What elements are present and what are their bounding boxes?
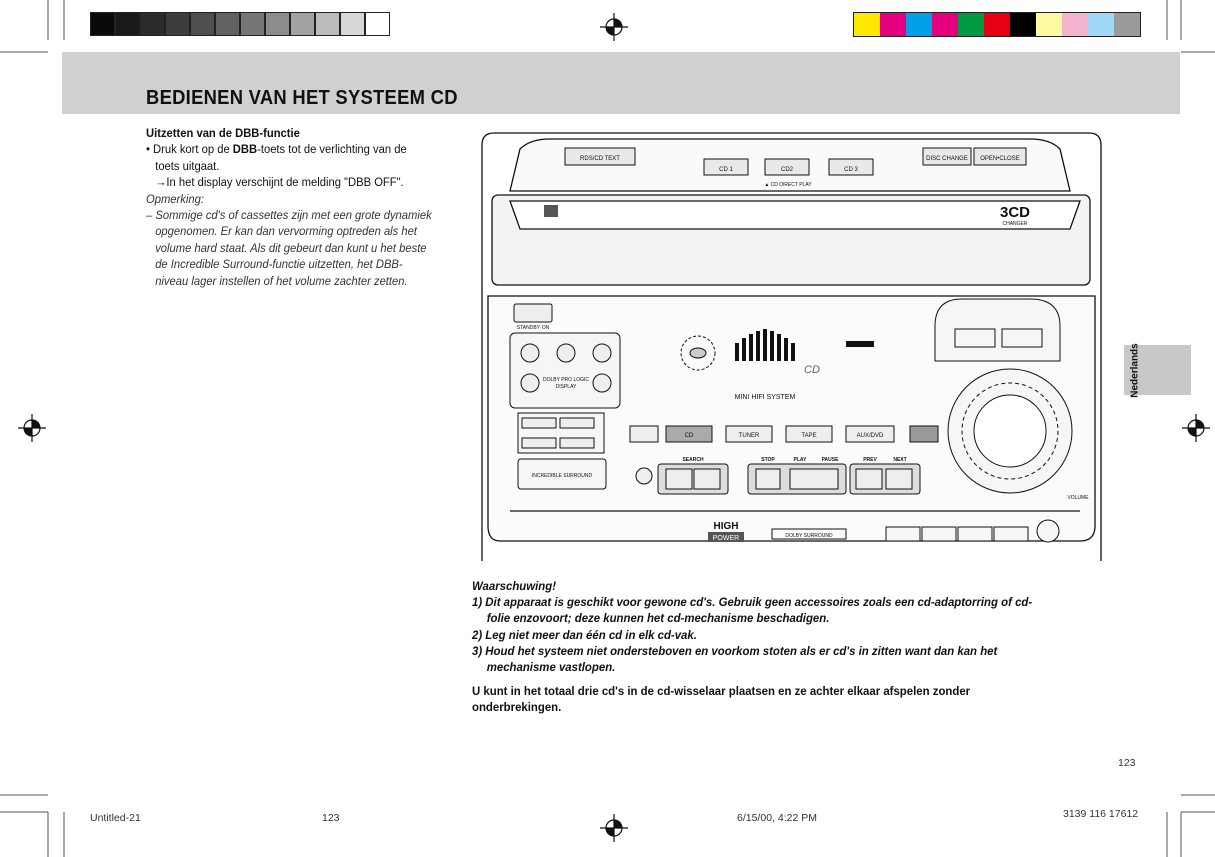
dbb-subtitle: Uitzetten van de DBB-functie [146,126,300,140]
color-swatch [854,13,880,36]
color-swatch [932,13,958,36]
badge-changer: CHANGER [1002,221,1027,227]
warning-item: 2) Leg niet meer dan één cd in elk cd-va… [472,627,697,642]
incredible-surround-label: INCREDIBLE SURROUND [532,473,593,479]
grey-swatch [140,12,165,36]
note-label: Opmerking: [146,191,204,206]
info-paragraph: U kunt in het totaal drie cd's in de cd-… [472,684,971,699]
page-heading: BEDIENEN VAN HET SYSTEEM CD [146,87,458,109]
grey-swatch [90,12,115,36]
note-line: de Incredible Surround-functie uitzetten… [155,257,403,272]
cd1-button-label: CD 1 [719,167,733,173]
grey-swatch [365,12,390,36]
grey-swatch [240,12,265,36]
warning-section: Waarschuwing! 1) Dit apparaat is geschik… [472,578,1061,716]
play-label: PLAY [794,457,808,463]
warning-item: 3) Houd het systeem niet ondersteboven e… [472,643,998,658]
grey-swatch [315,12,340,36]
dbb-result: →In het display verschijnt de melding "D… [155,175,404,190]
cd-direct-label: ▲ CD DIRECT PLAY [764,182,812,188]
dbb-section: Uitzetten van de DBB-functie • Druk kort… [146,125,436,289]
standby-label: STANDBY·ON [517,325,550,331]
language-tab [1124,345,1191,395]
bullet-text-end: -toets tot de verlichting van de [257,142,407,157]
warning-item: 1) Dit apparaat is geschikt voor gewone … [472,595,1033,610]
high-label: HIGH [714,521,739,532]
cd-system-illustration: RDS/CD TEXT CD 1 CD2 CD 3 ▲ CD DIRECT PL… [481,132,1102,561]
grey-scale-bar [90,12,390,36]
color-swatch [984,13,1010,36]
footer-page: 123 [322,812,340,824]
color-swatch [906,13,932,36]
dbb-bullet: • Druk kort op de DBB-toets tot de verli… [146,141,436,157]
grey-swatch [290,12,315,36]
source-tuner-label: TUNER [739,433,760,439]
disc-change-label: DISC CHANGE [926,156,968,162]
volume-label: VOLUME [1067,495,1089,501]
note-line: niveau lager instellen of het volume zac… [155,273,408,288]
footer-code: 3139 116 17612 [1063,808,1139,820]
badge-3cd: 3CD [1000,204,1030,221]
grey-swatch [190,12,215,36]
color-swatch [1114,13,1140,36]
grey-swatch [165,12,190,36]
grey-swatch [340,12,365,36]
power-label: POWER [713,535,739,542]
language-label: Nederlands [1129,342,1141,398]
bullet-text: • Druk kort op de [146,142,233,157]
cd3-button-label: CD 3 [844,167,858,173]
search-label: SEARCH [682,457,704,463]
pause-label: PAUSE [822,457,840,463]
source-tape-label: TAPE [801,433,816,439]
open-close-label: OPEN•CLOSE [980,156,1019,162]
color-bar [853,12,1141,37]
dolby-surround-label: DOLBY SURROUND [785,533,833,539]
mini-hifi-label: MINI HIFI SYSTEM [735,394,796,401]
cd2-button-label: CD2 [781,167,794,173]
color-swatch [958,13,984,36]
grey-swatch [215,12,240,36]
language-tab-label: Nederlands [1128,342,1142,398]
source-aux-label: AUX/DVD [857,433,884,439]
display-cd-text: CD [804,364,820,376]
color-swatch [880,13,906,36]
warning-item-cont: mechanisme vastlopen. [486,660,616,675]
note-line: opgenomen. Er kan dan vervorming optrede… [155,224,417,239]
next-label: NEXT [893,457,906,463]
stop-label: STOP [761,457,775,463]
note-line: volume hard staat. Als dit gebeurt dan k… [155,240,427,255]
dbb-bullet-line2: toets uitgaat. [155,158,220,173]
grey-swatch [265,12,290,36]
bullet-key: DBB [232,142,258,157]
prev-label: PREV [863,457,877,463]
color-swatch [1010,13,1036,36]
footer-date: 6/15/00, 4:22 PM [737,812,817,824]
color-swatch [1088,13,1114,36]
rds-button-label: RDS/CD TEXT [580,156,620,162]
warning-title: Waarschuwing! [472,579,557,593]
display-label: DISPLAY [556,384,577,390]
info-paragraph-cont: onderbrekingen. [472,700,562,715]
page-number: 123 [1118,757,1136,769]
footer-file: Untitled-21 [90,812,141,824]
grey-swatch [115,12,140,36]
note-line: – Sommige cd's of cassettes zijn met een… [146,208,432,223]
color-swatch [1036,13,1062,36]
dolby-pro-logic-label: DOLBY PRO LOGIC [543,377,589,383]
color-swatch [1062,13,1088,36]
warning-item-cont: folie enzovoort; deze kunnen het cd-mech… [486,611,830,626]
source-cd-label: CD [685,433,694,439]
heading-band [62,52,1180,114]
